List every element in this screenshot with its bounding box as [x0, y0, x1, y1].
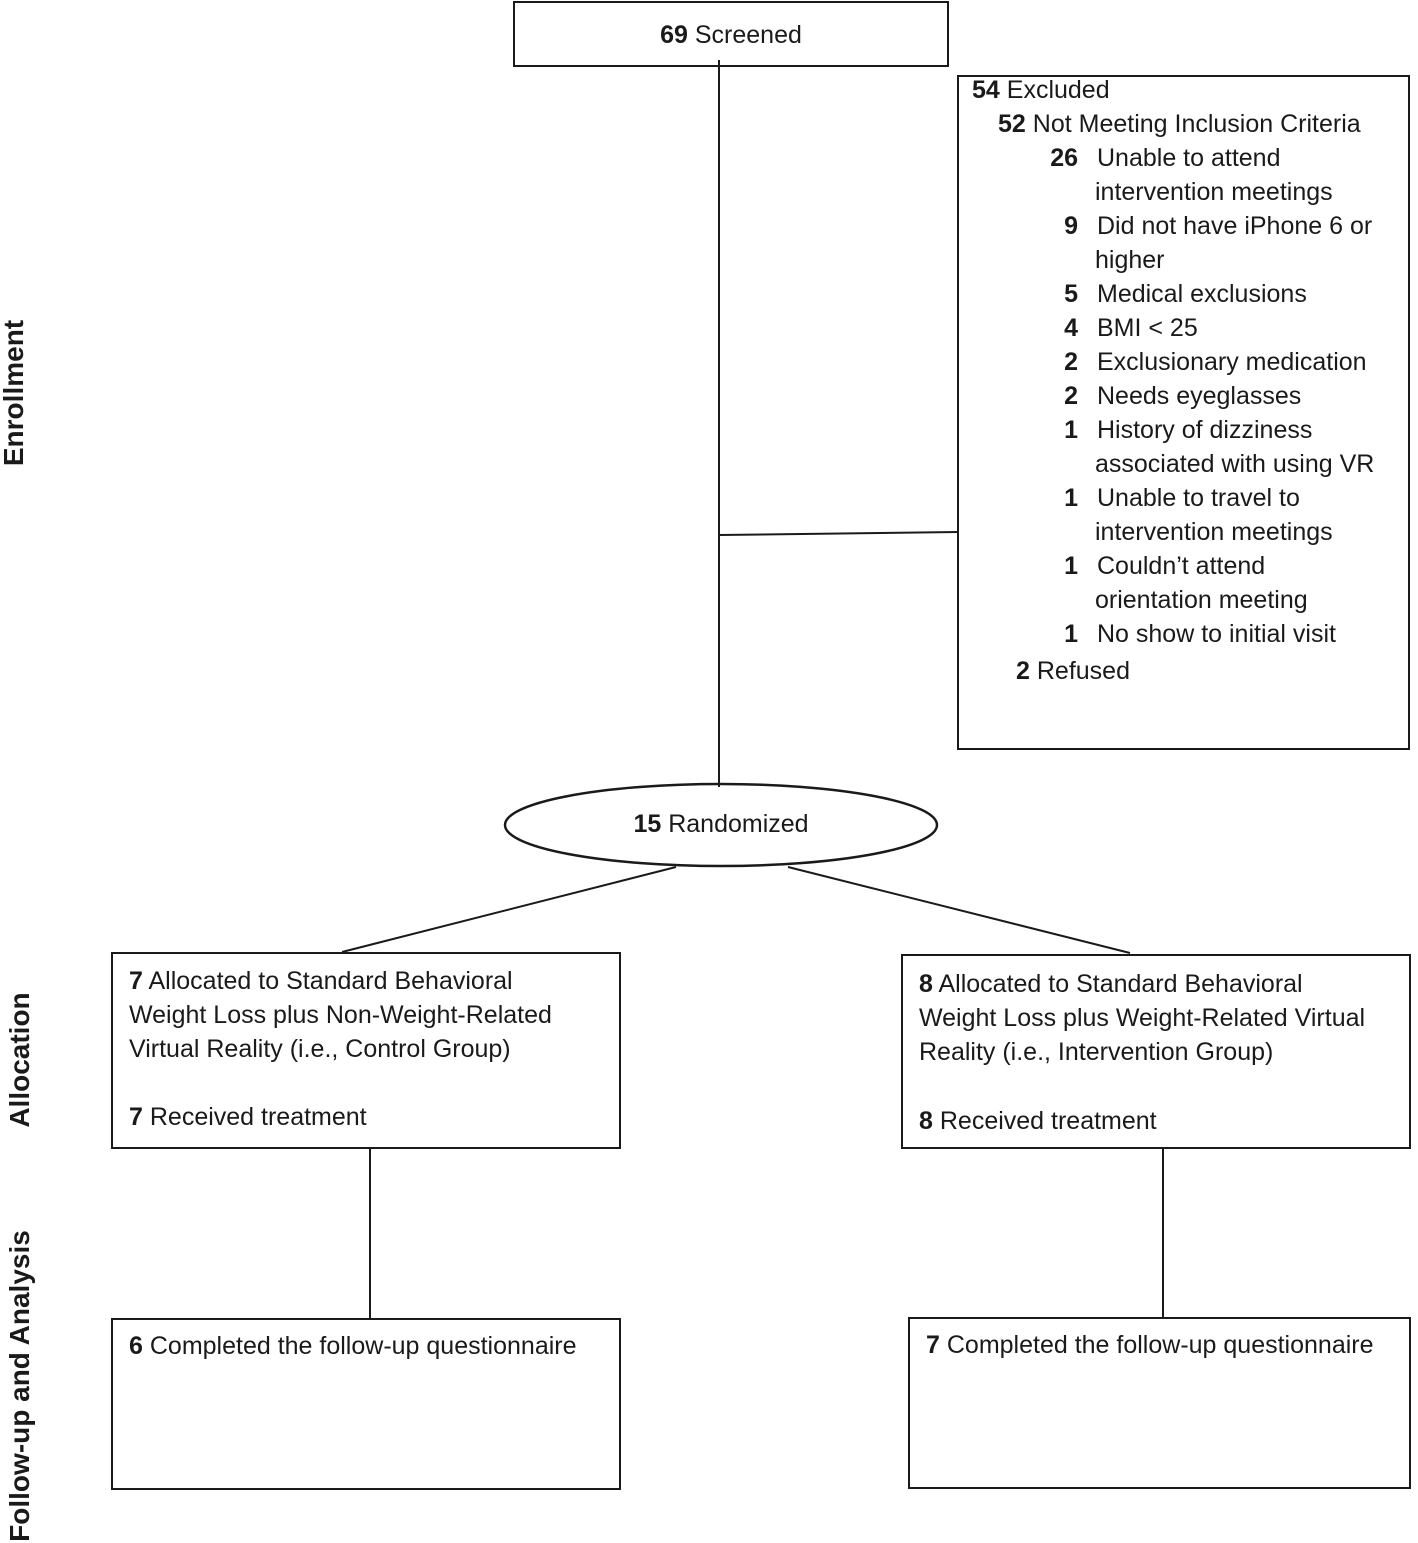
control-followup-count: 6	[129, 1332, 143, 1360]
exclusion-reason-text-continued: associated with using VR	[1095, 450, 1375, 478]
screened-count: 69	[660, 21, 688, 49]
exclusion-reason-text: Exclusionary medication	[1097, 348, 1367, 376]
intervention-received-count: 8	[919, 1107, 933, 1135]
excluded-count: 54	[972, 76, 1000, 104]
exclusion-reason-count: 1	[1064, 620, 1078, 648]
exclusion-reason-text-continued: intervention meetings	[1095, 178, 1333, 206]
randomized-label: Randomized	[668, 810, 809, 838]
control-received: 7 Received treatment	[129, 1100, 367, 1134]
line-randomized-to-intervention	[787, 866, 1131, 954]
phase-label-enrollment: Enrollment	[0, 319, 29, 467]
control-allocation-box: 7 Allocated to Standard Behavioral Weigh…	[111, 952, 621, 1149]
control-line1-text: Allocated to Standard Behavioral	[148, 967, 513, 995]
intervention-count: 8	[919, 970, 933, 998]
control-followup-text: 6 Completed the follow-up questionnaire	[129, 1329, 577, 1363]
exclusion-reason-count: 2	[1064, 348, 1078, 376]
exclusion-reason-text: No show to initial visit	[1097, 620, 1336, 648]
not-meeting-label: Not Meeting Inclusion Criteria	[1032, 110, 1361, 138]
intervention-allocation-line3: Reality (i.e., Intervention Group)	[919, 1038, 1274, 1066]
line-to-excluded	[718, 531, 959, 536]
not-meeting-heading: 52 Not Meeting Inclusion Criteria	[998, 107, 1361, 141]
exclusion-reason-count: 1	[1064, 484, 1078, 512]
refused-item: 2 Refused	[1016, 654, 1130, 688]
control-allocation-line3: Virtual Reality (i.e., Control Group)	[129, 1035, 511, 1063]
intervention-allocation-box: 8 Allocated to Standard Behavioral Weigh…	[901, 954, 1411, 1149]
exclusion-reason-count: 9	[1064, 212, 1078, 240]
randomized-text: 15 Randomized	[505, 807, 937, 841]
intervention-allocation-line2: Weight Loss plus Weight-Related Virtual	[919, 1004, 1366, 1032]
exclusion-reason-text-continued: orientation meeting	[1095, 586, 1308, 614]
intervention-followup-text: 7 Completed the follow-up questionnaire	[926, 1328, 1374, 1362]
exclusion-reason-text: Unable to attend	[1097, 144, 1281, 172]
exclusion-reason-text: BMI < 25	[1097, 314, 1198, 342]
exclusion-reason-count: 5	[1064, 280, 1078, 308]
exclusion-reason-count: 1	[1064, 416, 1078, 444]
screened-label: Screened	[694, 21, 802, 49]
screened-box: 69 Screened	[513, 1, 949, 67]
intervention-line1-text: Allocated to Standard Behavioral	[938, 970, 1303, 998]
line-randomized-to-control	[341, 866, 677, 953]
control-allocation-line1: 7 Allocated to Standard Behavioral	[129, 964, 513, 998]
exclusion-reason-count: 2	[1064, 382, 1078, 410]
intervention-allocation-line1: 8 Allocated to Standard Behavioral	[919, 967, 1303, 1001]
exclusion-reason-count: 4	[1064, 314, 1078, 342]
screened-text: 69 Screened	[515, 18, 947, 52]
exclusion-reason-text-continued: higher	[1095, 246, 1165, 274]
control-followup-box: 6 Completed the follow-up questionnaire	[111, 1318, 621, 1490]
phase-label-allocation: Allocation	[4, 992, 35, 1128]
not-meeting-count: 52	[998, 110, 1026, 138]
exclusion-reason-text: History of dizziness	[1097, 416, 1313, 444]
excluded-box	[957, 75, 1410, 750]
excluded-heading: 54 Excluded	[972, 73, 1110, 107]
intervention-received-label: Received treatment	[939, 1107, 1157, 1135]
intervention-received: 8 Received treatment	[919, 1104, 1157, 1138]
excluded-label: Excluded	[1006, 76, 1110, 104]
refused-label: Refused	[1036, 657, 1130, 685]
control-received-label: Received treatment	[149, 1103, 367, 1131]
phase-label-followup: Follow-up and Analysis	[4, 1230, 35, 1542]
exclusion-reason-text: Couldn’t attend	[1097, 552, 1266, 580]
control-received-count: 7	[129, 1103, 143, 1131]
control-allocation-line2: Weight Loss plus Non-Weight-Related	[129, 1001, 552, 1029]
control-count: 7	[129, 967, 143, 995]
randomized-count: 15	[633, 810, 662, 838]
intervention-followup-box: 7 Completed the follow-up questionnaire	[908, 1317, 1411, 1489]
intervention-followup-count: 7	[926, 1331, 940, 1359]
randomized-ellipse	[503, 782, 939, 868]
exclusion-reason-text: Medical exclusions	[1097, 280, 1307, 308]
refused-count: 2	[1016, 657, 1030, 685]
exclusion-reason-count: 26	[1050, 144, 1078, 172]
control-followup-label: Completed the follow-up questionnaire	[149, 1332, 577, 1360]
exclusion-reason-text: Needs eyeglasses	[1097, 382, 1302, 410]
exclusion-reason-text: Unable to travel to	[1097, 484, 1300, 512]
exclusion-reason-text: Did not have iPhone 6 or	[1097, 212, 1373, 240]
intervention-followup-label: Completed the follow-up questionnaire	[946, 1331, 1374, 1359]
exclusion-reason-text-continued: intervention meetings	[1095, 518, 1333, 546]
exclusion-reason-count: 1	[1064, 552, 1078, 580]
